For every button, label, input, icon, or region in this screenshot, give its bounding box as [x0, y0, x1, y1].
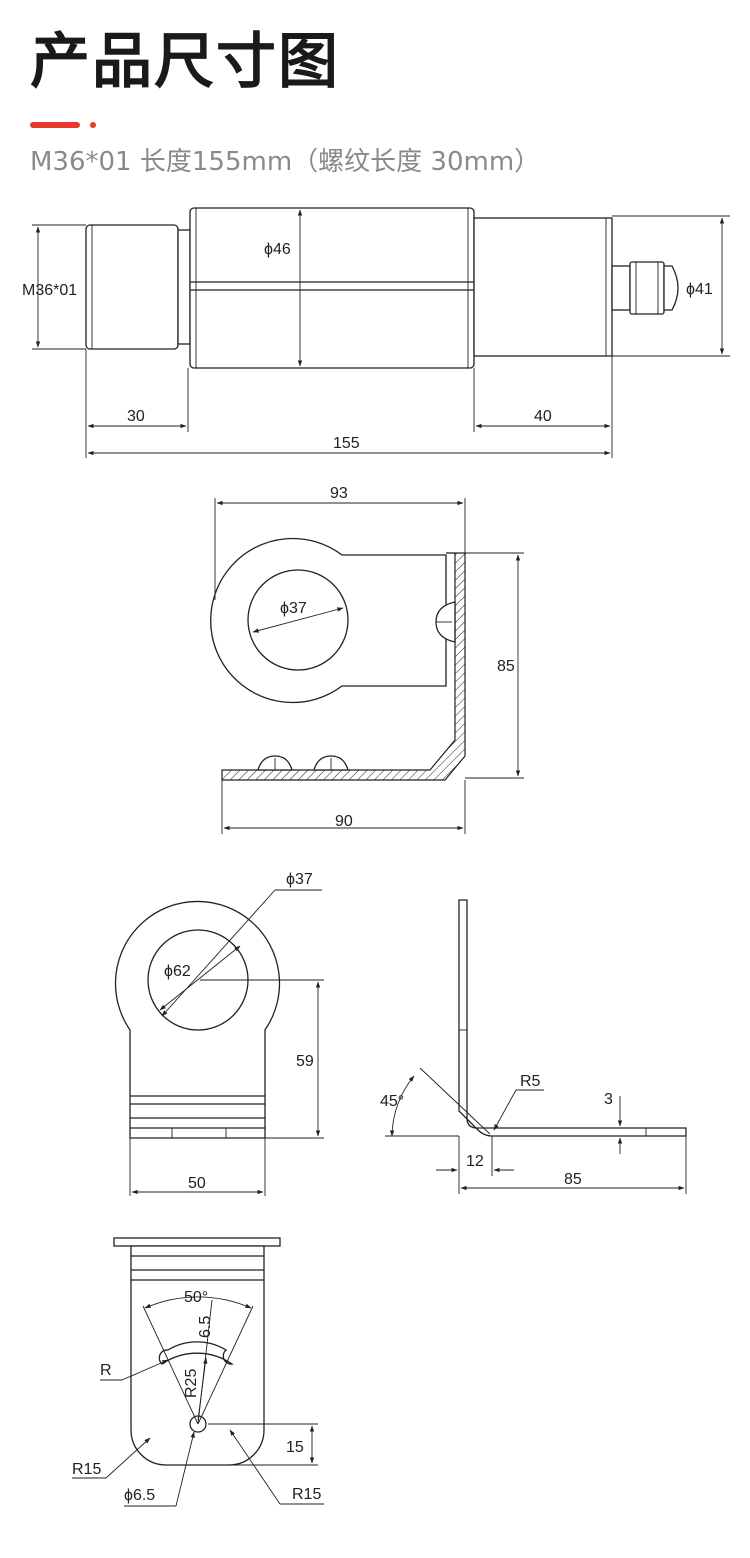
- page-subtitle: M36*01 长度155mm（螺纹长度 30mm）: [30, 147, 541, 177]
- thread-label: M36*01: [22, 282, 77, 299]
- sensor-side-view: M36*01 ϕ46 ϕ41 30 40 155: [22, 207, 730, 458]
- ring-diameter-label: ϕ37: [280, 600, 307, 617]
- front-height-label: 59: [296, 1053, 314, 1070]
- front-width-label: 50: [188, 1175, 206, 1192]
- accent-dot: [90, 122, 96, 128]
- cable-gland-base: [611, 265, 631, 311]
- cable-gland-nut: [629, 261, 665, 315]
- bracket-profile-view: 45° R5 3 12 85: [380, 899, 687, 1194]
- profile-length-label: 85: [564, 1171, 582, 1188]
- profile-l-shape: [458, 899, 687, 1137]
- profile-angle-label: 45°: [380, 1093, 404, 1110]
- hole-offset-label: 15: [286, 1439, 304, 1456]
- cap-diameter-label: ϕ41: [686, 281, 713, 298]
- front-outer-diameter-label: ϕ37: [286, 871, 313, 888]
- bracket-base-view: 50° 6.5 R25 R R15 ϕ6.5 R15 15: [72, 1237, 324, 1507]
- profile-thickness-label: 3: [604, 1091, 613, 1108]
- front-inner-diameter-label: ϕ62: [164, 963, 191, 980]
- accent-bar: [30, 122, 80, 128]
- thread-length-label: 30: [127, 408, 145, 425]
- tail-length-label: 40: [534, 408, 552, 425]
- body-diameter-label: ϕ46: [264, 241, 291, 258]
- slot-radius-label: R: [100, 1362, 112, 1379]
- sensor-main-body: [189, 207, 475, 369]
- cable-gland-cap: [663, 265, 679, 311]
- sensor-thread-section: [85, 224, 179, 350]
- slot-center-radius-label: R25: [183, 1369, 200, 1398]
- total-length-label: 155: [333, 435, 360, 452]
- bracket-height-label: 85: [497, 658, 515, 675]
- corner-radius-right-label: R15: [292, 1486, 321, 1503]
- profile-offset-label: 12: [466, 1153, 484, 1170]
- bracket-width-label: 93: [330, 485, 348, 502]
- base-top-flange: [113, 1237, 281, 1247]
- bracket-front-view: ϕ37 ϕ62 59 50: [114, 871, 324, 1196]
- slot-width-label: 6.5: [197, 1316, 214, 1338]
- sensor-neck: [177, 229, 191, 345]
- base-length-label: 90: [335, 813, 353, 830]
- slot-angle-label: 50°: [184, 1289, 208, 1306]
- page-title: 产品尺寸图: [30, 27, 340, 97]
- corner-radius-left-label: R15: [72, 1461, 101, 1478]
- hole-diameter-label: ϕ6.5: [124, 1487, 155, 1504]
- bracket-side-view: 93 ϕ37 85 90: [210, 485, 524, 834]
- bend-radius-label: R5: [520, 1073, 541, 1090]
- sensor-rear-section: [473, 217, 613, 357]
